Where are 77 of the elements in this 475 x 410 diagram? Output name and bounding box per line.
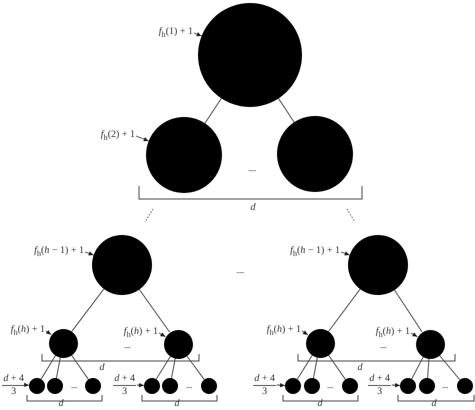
ellipsis: .... — [380, 342, 386, 350]
math-label: f$_{h}$(h) + 1 — [266, 324, 301, 338]
tree-edge — [156, 356, 171, 380]
fraction-numerator: d + 4 — [253, 372, 276, 386]
leader-arrow — [340, 251, 350, 256]
filled-circle — [201, 378, 217, 394]
tree-edge — [204, 98, 222, 124]
dimension-label: d — [174, 399, 180, 409]
ellipsis: ..... — [248, 165, 256, 173]
math-label: f$_{h}$(h) + 1 — [10, 324, 45, 338]
filled-circle — [416, 330, 444, 358]
filled-circle — [306, 328, 334, 358]
filled-circle — [419, 378, 435, 394]
tree-edge — [411, 356, 424, 380]
tree-edge — [427, 358, 430, 378]
filled-circle — [48, 328, 78, 358]
leader-arrow — [302, 330, 308, 336]
tree-edge — [328, 354, 346, 380]
filled-circle — [400, 378, 416, 394]
leader-arrow — [392, 383, 400, 388]
fraction-numerator: d + 4 — [2, 372, 25, 386]
math-label: f$_{h}$(h − 1) + 1 — [34, 246, 84, 258]
dimension-label: d — [250, 203, 256, 213]
math-label: f$_{h}$(2) + 1 — [100, 130, 135, 142]
dimension-label: d — [358, 363, 362, 373]
filled-circle — [285, 378, 301, 394]
fraction-numerator: d + 4 — [368, 372, 391, 386]
filled-circle — [457, 378, 473, 394]
fraction-denominator: 3 — [376, 386, 384, 398]
leader-arrow — [194, 32, 202, 36]
filled-circle — [304, 378, 320, 394]
tree-edge — [313, 356, 318, 379]
tree-edge — [71, 288, 104, 332]
leader-arrow — [84, 251, 94, 256]
math-label: f$_{h}$(h) + 1 — [376, 326, 410, 340]
dimension-label: d — [58, 399, 64, 409]
ellipsis: .... — [71, 382, 77, 390]
leader-arrow — [136, 136, 150, 142]
fraction-denominator: 3 — [121, 386, 128, 398]
ellipsis: .... — [442, 382, 448, 390]
math-label: f$_{h}$(h − 1) + 1 — [290, 246, 340, 258]
tree-edge — [394, 290, 422, 332]
tree-edge — [296, 354, 313, 380]
tree-edge — [438, 354, 460, 380]
tree-edge — [40, 354, 56, 380]
ellipsis: .... — [186, 382, 192, 390]
tree-edge — [328, 288, 361, 332]
filled-circle — [47, 378, 63, 394]
leader-arrow — [276, 383, 286, 388]
ellipsis: ..... — [236, 267, 244, 275]
tree-edge — [186, 355, 205, 380]
fraction-denominator: 3 — [261, 386, 268, 398]
dimension-label: d — [318, 399, 322, 409]
ellipsis: .... — [124, 342, 130, 350]
leader-arrow — [24, 382, 30, 388]
fraction-denominator: 3 — [10, 386, 18, 398]
tree-edge — [171, 358, 176, 379]
dimension-label: d — [432, 399, 436, 409]
leader-arrow — [46, 330, 52, 336]
tree-edge — [138, 289, 170, 333]
leader-arrow — [410, 332, 418, 338]
dimension-label: d — [100, 363, 104, 373]
ellipsis: .... — [327, 382, 333, 390]
leader-arrow — [158, 332, 166, 338]
filled-circle — [162, 378, 178, 394]
filled-circle — [85, 378, 101, 394]
tree-edge — [70, 354, 89, 380]
filled-circle — [164, 330, 192, 358]
math-label: f$_{h}$(1) + 1 — [158, 26, 193, 40]
tree-edge — [278, 98, 295, 123]
filled-circle — [144, 378, 160, 394]
filled-circle — [29, 378, 45, 394]
tree-edge — [56, 356, 61, 379]
leader-arrow — [136, 382, 144, 388]
filled-circle — [342, 378, 358, 394]
fraction-numerator: d + 4 — [113, 372, 136, 386]
math-label: f$_{h}$(h) + 1 — [124, 326, 158, 340]
